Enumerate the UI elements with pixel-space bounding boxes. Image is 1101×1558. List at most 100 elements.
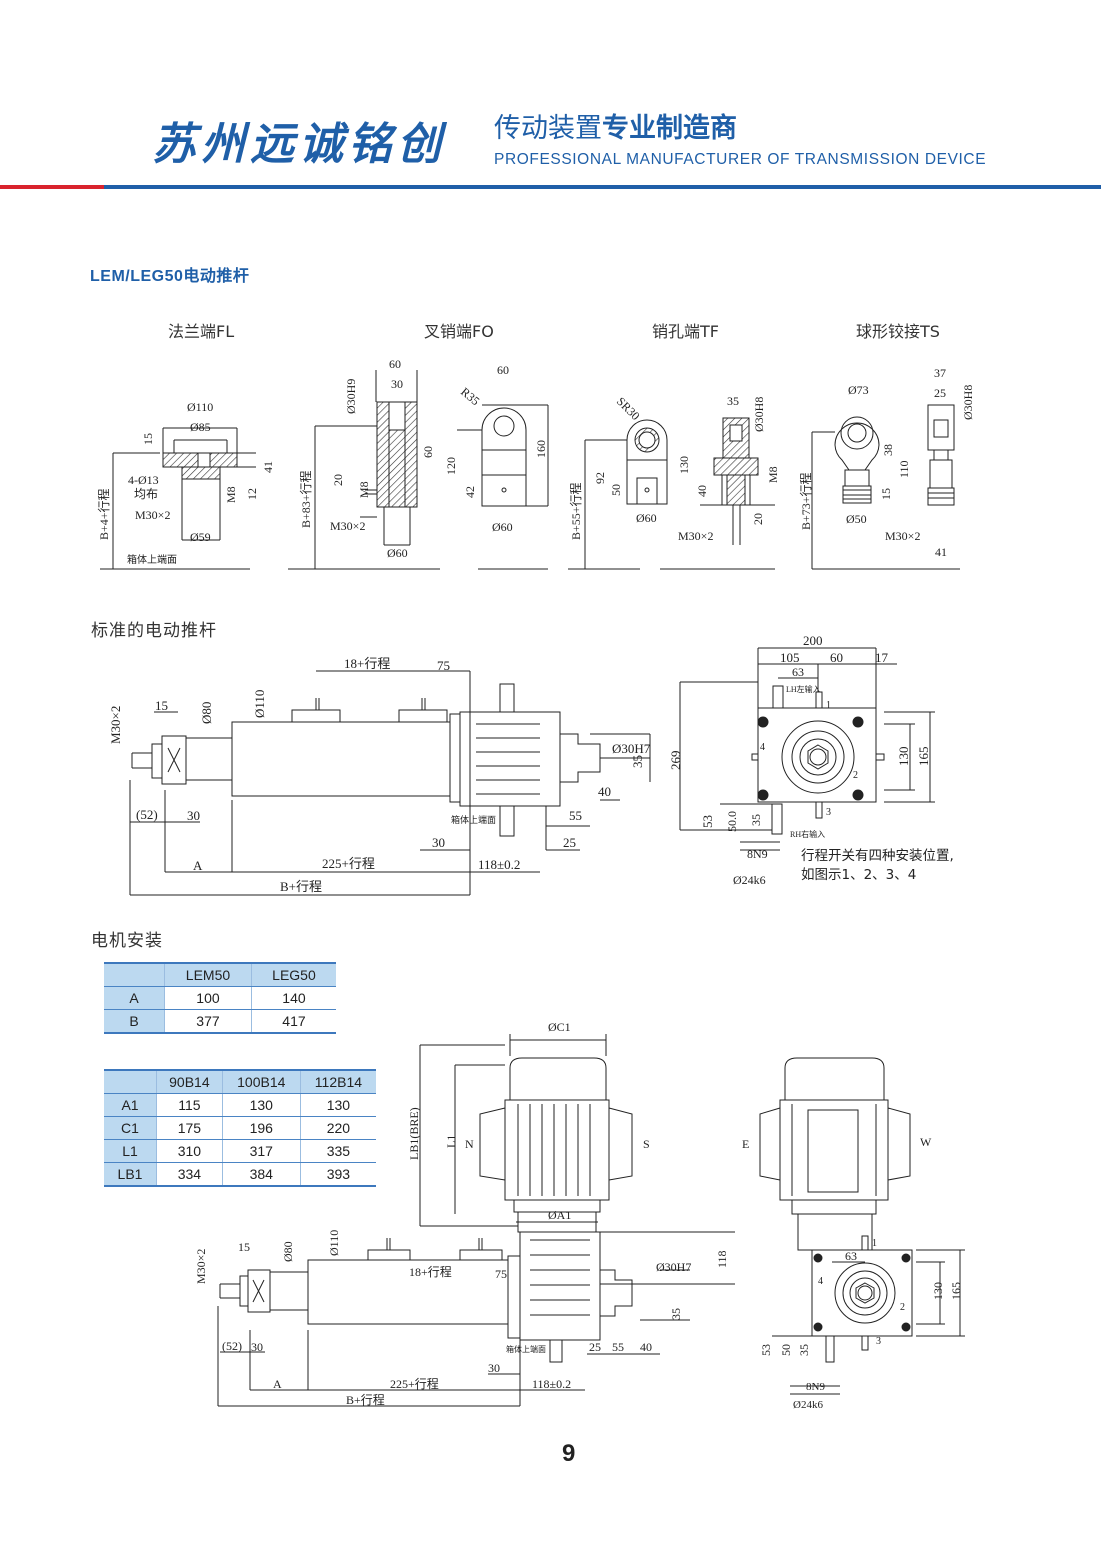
tf-h40: 40 <box>695 485 709 497</box>
ts-w41: 41 <box>935 545 947 559</box>
tf-hole: Ø30H8 <box>752 397 766 432</box>
table-header-row: 90B14 100B14 112B14 <box>104 1069 376 1094</box>
mm-d25: 25 <box>589 1340 601 1354</box>
table-row-head: B <box>104 1009 165 1034</box>
mm-d118b: 118±0.2 <box>532 1377 571 1391</box>
end-lh: LH左输入 <box>786 684 821 694</box>
std-d75: 75 <box>437 658 450 673</box>
fo-hole: Ø30H9 <box>344 379 358 414</box>
fl-ref: 箱体上端面 <box>127 553 177 566</box>
fo-r35: R35 <box>458 385 482 409</box>
table-row-head: L1 <box>104 1139 157 1163</box>
table-cell: 115 <box>156 1093 223 1117</box>
ts-h110: 110 <box>897 460 911 478</box>
std-hole: Ø30H7 <box>612 741 651 756</box>
end-d24: Ø24k6 <box>733 873 766 887</box>
table-header-cell: 90B14 <box>156 1069 223 1094</box>
table-cell: 310 <box>156 1139 223 1163</box>
table-row-head: A <box>104 986 165 1010</box>
tf-h130: 130 <box>677 456 691 474</box>
header-rule-red <box>0 185 104 189</box>
fo-w60: 60 <box>389 357 401 371</box>
ts-w25: 25 <box>934 386 946 400</box>
mm-s: S <box>643 1137 650 1151</box>
end-p1: 1 <box>826 700 831 711</box>
mm-d110: Ø110 <box>327 1230 341 1256</box>
fo-m8: M8 <box>357 481 371 498</box>
ts-title: 球形铰接TS <box>856 322 940 341</box>
mme-d130: 130 <box>931 1282 945 1300</box>
fl-d85: Ø85 <box>190 420 211 434</box>
dimension-table-ab: LEM50 LEG50 A 100 140 B 377 417 <box>104 962 336 1034</box>
end-d130: 130 <box>896 747 911 767</box>
table-cell: 393 <box>300 1162 376 1187</box>
mm-l1: L1 <box>444 1135 458 1148</box>
fl-h15: 15 <box>141 433 155 445</box>
mme-d53: 53 <box>759 1344 773 1356</box>
end-rh: RH右输入 <box>790 829 825 839</box>
table-row-head: LB1 <box>104 1162 157 1187</box>
mm-d15: 15 <box>238 1240 250 1254</box>
std-stroke18: 18+行程 <box>344 656 390 671</box>
mme-d35: 35 <box>797 1344 811 1356</box>
ts-d50: Ø50 <box>846 512 867 526</box>
brand-name: 苏州远诚铭创 <box>152 119 446 170</box>
table-cell: 317 <box>222 1139 301 1163</box>
std-d25: 25 <box>563 835 576 850</box>
mm-hole: Ø30H7 <box>656 1260 691 1274</box>
ts-thread: M30×2 <box>885 529 920 543</box>
fo-w30: 30 <box>391 377 403 391</box>
mme-d63: 63 <box>845 1249 857 1263</box>
table-header-cell <box>104 962 165 987</box>
tf-h50: 50 <box>609 484 623 496</box>
std-d80: Ø80 <box>199 702 214 724</box>
std-d110: Ø110 <box>252 690 267 718</box>
fl-d59: Ø59 <box>190 530 211 544</box>
end-d165: 165 <box>916 747 931 767</box>
fl-h41: 41 <box>261 461 275 473</box>
std-d118: 118±0.2 <box>478 857 520 872</box>
table-row: A 100 140 <box>104 986 336 1010</box>
standard-actuator-drawing: 18+行程 75 Ø110 15 Ø80 M30×2 Ø30H7 35 40 (… <box>108 633 935 896</box>
mm-ref: 箱体上端面 <box>506 1344 546 1354</box>
table-cell: 196 <box>222 1116 301 1140</box>
table-row: B 377 417 <box>104 1009 336 1034</box>
fo-h42: 42 <box>463 486 477 498</box>
table-header-cell: LEM50 <box>164 962 252 987</box>
table-cell: 130 <box>222 1093 301 1117</box>
end-n8: 8N9 <box>747 847 768 861</box>
mme-e: E <box>742 1137 749 1151</box>
fo-h20: 20 <box>331 474 345 486</box>
end-p4: 4 <box>760 742 765 753</box>
table-row: A1 115 130 130 <box>104 1093 376 1117</box>
table-row: C1 175 196 220 <box>104 1116 376 1140</box>
fl-holes: 4-Ø13 <box>128 473 159 487</box>
table-cell: 377 <box>164 1009 252 1034</box>
tf-m8: M8 <box>766 466 780 483</box>
end-d17: 17 <box>875 650 889 665</box>
ts-len: B+73+行程 <box>798 472 813 530</box>
end-p2: 2 <box>853 770 858 781</box>
table-cell: 140 <box>251 986 336 1010</box>
fo-h60: 60 <box>421 446 435 458</box>
header-rule-blue <box>104 185 1101 189</box>
fl-m8: M8 <box>224 486 238 503</box>
table-cell: 175 <box>156 1116 223 1140</box>
fl-even: 均布 <box>134 487 158 501</box>
mm-d40: 40 <box>640 1340 652 1354</box>
mme-d165: 165 <box>949 1282 963 1300</box>
std-d55: 55 <box>569 808 582 823</box>
std-d15: 15 <box>155 698 168 713</box>
mme-p3: 3 <box>876 1336 881 1347</box>
std-d35: 35 <box>630 755 645 768</box>
table-cell: 100 <box>164 986 252 1010</box>
table-row-head: C1 <box>104 1116 157 1140</box>
page-number: 9 <box>562 1440 576 1467</box>
motor-dimension-table: 90B14 100B14 112B14 A1 115 130 130 C1 17… <box>104 1069 376 1187</box>
end-d200: 200 <box>803 633 823 648</box>
mme-w: W <box>920 1135 932 1149</box>
ts-h38: 38 <box>881 444 895 456</box>
table-row: L1 310 317 335 <box>104 1139 376 1163</box>
mm-d35: 35 <box>669 1308 683 1320</box>
table-cell: 384 <box>222 1162 301 1187</box>
